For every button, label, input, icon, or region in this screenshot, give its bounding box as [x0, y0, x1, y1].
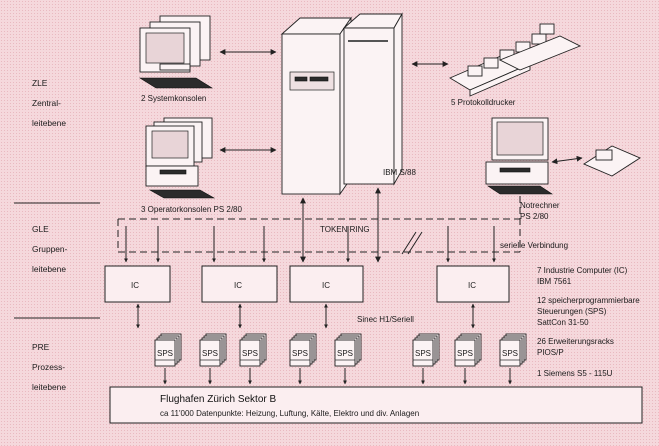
system-consoles-label: 2 Systemkonsolen: [141, 94, 206, 103]
svg-text:SPS: SPS: [415, 349, 431, 358]
ic-box-2: [201, 265, 278, 303]
serial-connection-label: serielle Verbindung: [500, 241, 568, 250]
protocol-printers-icon: [449, 23, 582, 97]
svg-text:Zentral-: Zentral-: [32, 98, 61, 108]
sps-rack-1: SPS: [154, 333, 182, 367]
svg-text:PIOS/P: PIOS/P: [537, 348, 564, 357]
notrechner-label: Notrechner: [520, 201, 560, 210]
level-gle-label: GLE Gruppen- leitebene: [32, 224, 68, 274]
notrechner-icon: [485, 117, 553, 195]
ic-box-1-label: IC: [131, 281, 139, 290]
sps-rack-3: SPS: [239, 333, 267, 367]
svg-text:1 Siemens S5 - 115U: 1 Siemens S5 - 115U: [537, 369, 613, 378]
sps-rack-4: SPS: [289, 333, 317, 367]
plant-subtitle: ca 11'000 Datenpunkte: Heizung, Luftung,…: [160, 409, 419, 418]
sps-plant-arrows: [163, 368, 512, 385]
svg-text:26 Erweiterungsracks: 26 Erweiterungsracks: [537, 337, 614, 346]
svg-text:GLE: GLE: [32, 224, 49, 234]
svg-text:leitebene: leitebene: [32, 382, 66, 392]
sinec-label: Sinec H1/Seriell: [357, 315, 414, 324]
svg-text:SPS: SPS: [457, 349, 473, 358]
operator-consoles-label: 3 Operatorkonsolen PS 2/80: [141, 205, 243, 214]
sps-rack-6: SPS: [412, 333, 440, 367]
ic-box-1: [104, 265, 171, 303]
ic-box-2-label: IC: [234, 281, 242, 290]
ibm-s88-label: IBM S/88: [383, 168, 416, 177]
ic-box-4: [436, 265, 510, 303]
svg-text:leitebene: leitebene: [32, 264, 66, 274]
notrechner-printer-icon: [583, 145, 641, 177]
svg-text:IBM 7561: IBM 7561: [537, 277, 572, 286]
svg-text:leitebene: leitebene: [32, 118, 66, 128]
svg-text:SPS: SPS: [292, 349, 308, 358]
ic-box-4-label: IC: [468, 281, 476, 290]
svg-text:SPS: SPS: [202, 349, 218, 358]
token-ring: [117, 196, 521, 255]
sps-rack-5: SPS: [334, 333, 362, 367]
svg-text:SPS: SPS: [242, 349, 258, 358]
svg-text:ZLE: ZLE: [32, 78, 48, 88]
svg-text:SPS: SPS: [157, 349, 173, 358]
sps-rack-2: SPS: [199, 333, 227, 367]
ic-sps-arrows: [136, 303, 475, 329]
operator-consoles-icon: [145, 117, 216, 199]
sps-rack-8: SPS: [499, 333, 527, 367]
ic-box-3-label: IC: [322, 281, 330, 290]
notrechner-model-label: PS 2/80: [520, 212, 549, 221]
ic-box-3: [289, 265, 364, 303]
svg-text:SattCon 31-50: SattCon 31-50: [537, 318, 589, 327]
system-consoles-icon: [138, 15, 214, 89]
ibm-s88-icon: [280, 12, 403, 196]
token-ring-label: TOKEN RING: [320, 225, 370, 234]
svg-text:7 Industrie Computer (IC): 7 Industrie Computer (IC): [537, 266, 628, 275]
ring-ic-arrows: [124, 226, 496, 263]
level-pre-label: PRE Prozess- leitebene: [32, 342, 66, 392]
sps-rack-7: SPS: [454, 333, 482, 367]
svg-text:PRE: PRE: [32, 342, 50, 352]
svg-text:SPS: SPS: [337, 349, 353, 358]
plant-title: Flughafen Zürich Sektor B: [160, 394, 276, 405]
svg-text:Prozess-: Prozess-: [32, 362, 65, 372]
svg-text:SPS: SPS: [502, 349, 518, 358]
arrow-notrechner-printer: [551, 155, 583, 165]
level-zle-label: ZLE Zentral- leitebene: [32, 78, 66, 128]
legend: 7 Industrie Computer (IC) IBM 7561 12 sp…: [537, 266, 640, 378]
svg-text:Gruppen-: Gruppen-: [32, 244, 68, 254]
plant-box: [109, 386, 643, 424]
svg-text:12 speicherprogrammierbare: 12 speicherprogrammierbare: [537, 296, 640, 305]
protocol-printers-label: 5 Protokolldrucker: [451, 98, 516, 107]
svg-text:Steuerungen (SPS): Steuerungen (SPS): [537, 307, 607, 316]
